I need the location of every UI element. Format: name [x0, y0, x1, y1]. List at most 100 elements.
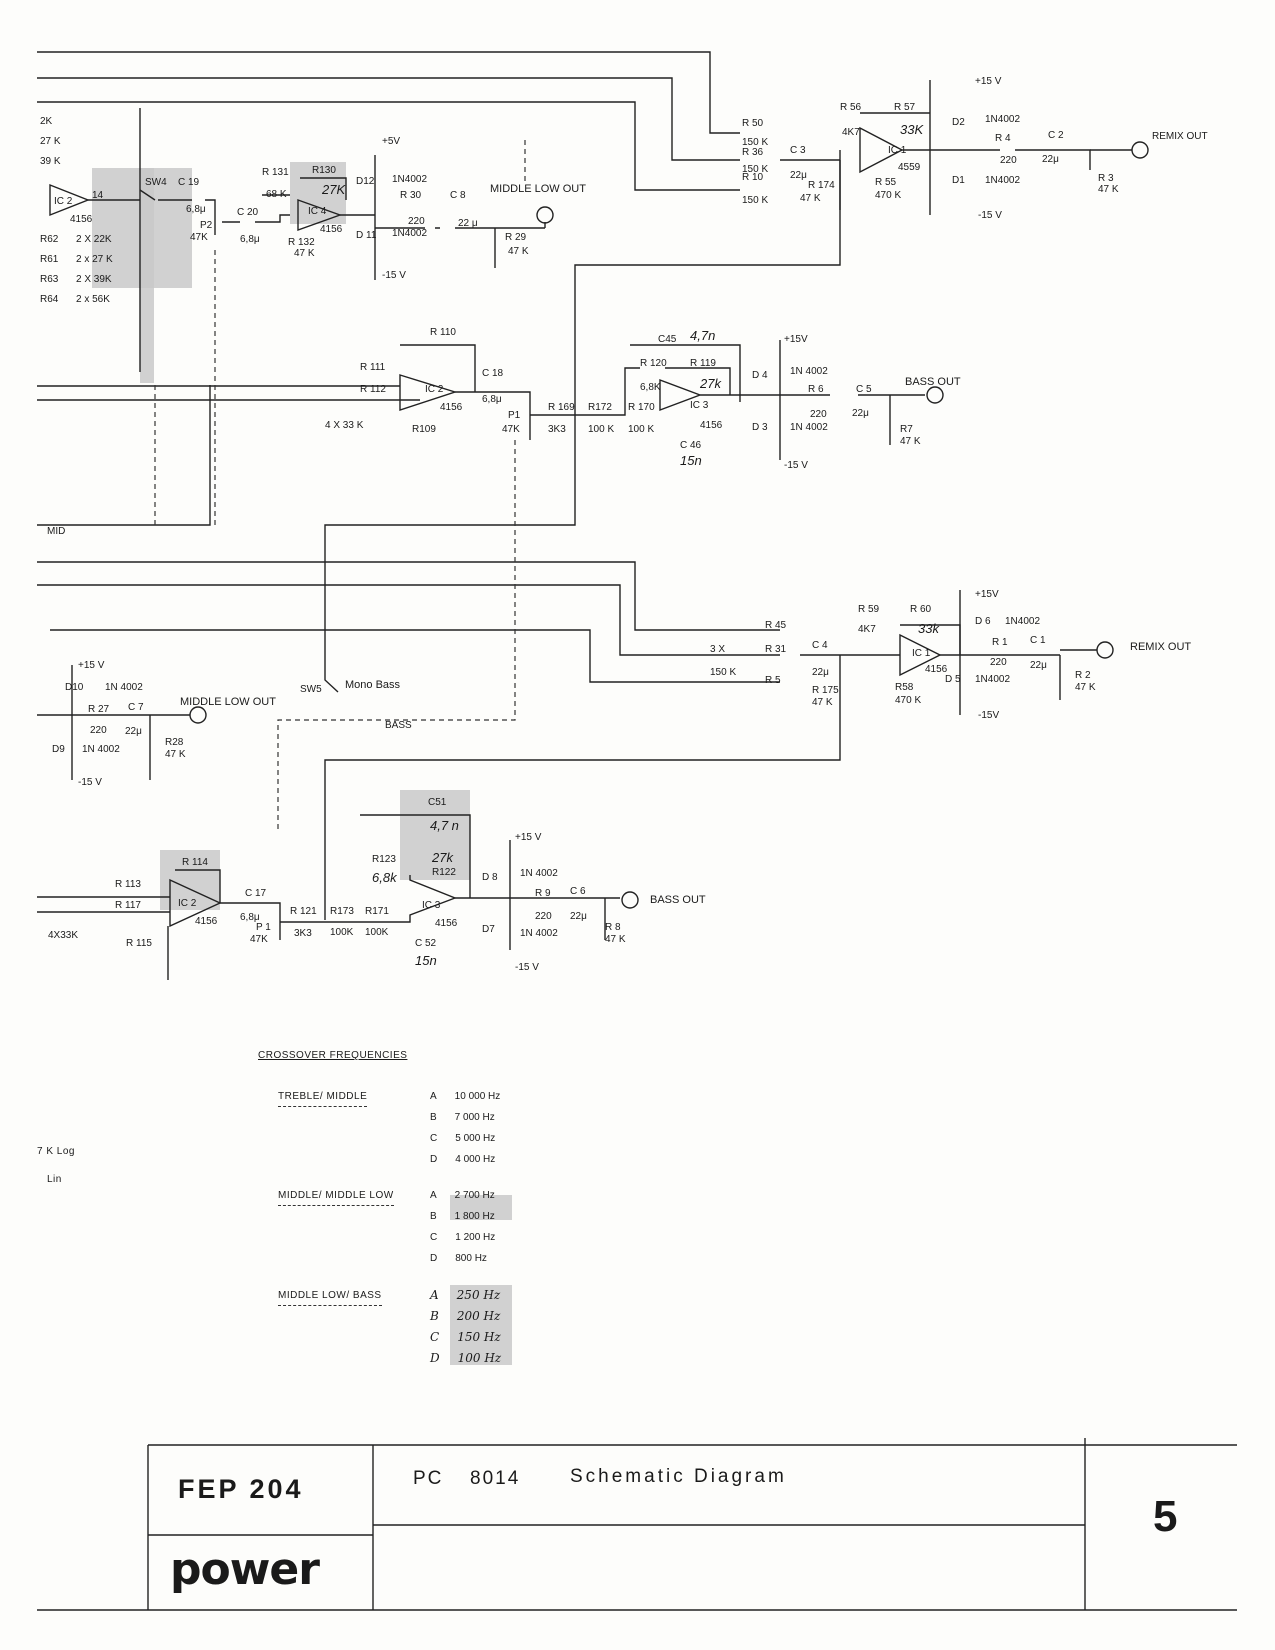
crossover-title: CROSSOVER FREQUENCIES [258, 1050, 408, 1061]
crossover-group-1-name: TREBLE/ MIDDLE [278, 1091, 368, 1107]
svg-text:27k: 27k [431, 850, 454, 865]
svg-text:D 11: D 11 [356, 230, 377, 241]
svg-text:C 2: C 2 [1048, 130, 1064, 141]
svg-text:-15 V: -15 V [78, 777, 102, 788]
svg-text:IC 2: IC 2 [425, 384, 444, 395]
svg-text:SW4: SW4 [145, 177, 167, 188]
svg-text:150 K: 150 K [742, 137, 768, 148]
svg-text:D2: D2 [952, 117, 965, 128]
svg-text:IC 2: IC 2 [54, 196, 73, 207]
svg-text:-15 V: -15 V [784, 460, 808, 471]
svg-text:1N 4002: 1N 4002 [790, 366, 828, 377]
svg-text:+5V: +5V [382, 136, 400, 147]
bass-section-2 [37, 814, 639, 980]
svg-text:R58: R58 [895, 682, 914, 693]
svg-text:R 27: R 27 [88, 704, 110, 715]
svg-text:P1: P1 [508, 410, 521, 421]
svg-text:1N 4002: 1N 4002 [520, 928, 558, 939]
svg-text:220: 220 [535, 911, 552, 922]
svg-text:R64: R64 [40, 294, 59, 305]
svg-text:+15 V: +15 V [975, 76, 1002, 87]
svg-text:47 K: 47 K [605, 934, 626, 945]
svg-text:R 132: R 132 [288, 237, 315, 248]
svg-text:R173: R173 [330, 906, 354, 917]
svg-text:D12: D12 [356, 176, 375, 187]
svg-text:R 115: R 115 [126, 938, 152, 949]
svg-text:Mono Bass: Mono Bass [345, 679, 401, 691]
svg-text:22μ: 22μ [812, 667, 829, 678]
svg-text:-15 V: -15 V [515, 962, 539, 973]
svg-text:R 174: R 174 [808, 180, 835, 191]
svg-text:+15 V: +15 V [515, 832, 542, 843]
brand-logo: power [170, 1544, 320, 1595]
svg-text:IC 2: IC 2 [178, 898, 197, 909]
svg-text:D9: D9 [52, 744, 65, 755]
svg-text:47 K: 47 K [812, 697, 833, 708]
svg-text:1N4002: 1N4002 [975, 674, 1010, 685]
svg-text:1N 4002: 1N 4002 [790, 422, 828, 433]
labels-bass1: R 110 R 111 R 112 4 X 33 K IC 2 4156 R10… [47, 327, 961, 537]
svg-text:R 59: R 59 [858, 604, 880, 615]
svg-text:22μ: 22μ [570, 911, 587, 922]
svg-text:R 119: R 119 [690, 358, 716, 369]
svg-text:27k: 27k [699, 376, 722, 391]
svg-text:220: 220 [90, 725, 107, 736]
dashed-links [154, 140, 526, 830]
svg-text:2 x 56K: 2 x 56K [76, 294, 110, 305]
svg-text:R 170: R 170 [628, 402, 655, 413]
svg-text:3K3: 3K3 [294, 928, 312, 939]
svg-text:2 x 27 K: 2 x 27 K [76, 254, 113, 265]
svg-text:R 60: R 60 [910, 604, 932, 615]
svg-text:2 X 39K: 2 X 39K [76, 274, 112, 285]
shaded-region [450, 1285, 512, 1365]
svg-text:100K: 100K [365, 927, 389, 938]
svg-text:C51: C51 [428, 797, 447, 808]
svg-text:R 57: R 57 [894, 102, 916, 113]
document-title: Schematic Diagram [570, 1466, 787, 1487]
title-block-frame [37, 1438, 1237, 1611]
svg-text:3 X: 3 X [710, 644, 725, 655]
svg-text:22μ: 22μ [1042, 154, 1059, 165]
svg-text:IC 4: IC 4 [308, 206, 327, 217]
svg-text:R7: R7 [900, 424, 913, 435]
crossover-group-3-name: MIDDLE LOW/ BASS [278, 1290, 382, 1306]
side-note-log: 7 K Log [37, 1146, 75, 1157]
svg-text:IC 1: IC 1 [888, 145, 907, 156]
svg-text:1N 4002: 1N 4002 [520, 868, 558, 879]
svg-text:470 K: 470 K [875, 190, 901, 201]
svg-text:68 K: 68 K [266, 189, 287, 200]
svg-text:2 X 22K: 2 X 22K [76, 234, 112, 245]
svg-text:4,7n: 4,7n [690, 328, 715, 343]
svg-text:R 113: R 113 [115, 879, 141, 890]
svg-text:R123: R123 [372, 854, 396, 865]
svg-text:1N4002: 1N4002 [1005, 616, 1040, 627]
svg-text:C 8: C 8 [450, 190, 466, 201]
svg-text:+15 V: +15 V [78, 660, 105, 671]
svg-text:15n: 15n [680, 453, 702, 468]
svg-text:27K: 27K [321, 182, 346, 197]
svg-text:4156: 4156 [925, 664, 948, 675]
svg-text:R171: R171 [365, 906, 389, 917]
svg-text:IC 1: IC 1 [912, 648, 931, 659]
svg-text:C 3: C 3 [790, 145, 806, 156]
svg-text:100 K: 100 K [588, 424, 614, 435]
svg-text:C 1: C 1 [1030, 635, 1046, 646]
svg-text:22μ: 22μ [125, 726, 142, 737]
svg-text:R61: R61 [40, 254, 59, 265]
svg-text:R 110: R 110 [430, 327, 456, 338]
svg-text:4,7 n: 4,7 n [430, 818, 459, 833]
svg-text:C 4: C 4 [812, 640, 828, 651]
svg-text:4156: 4156 [440, 402, 463, 413]
svg-text:R 10: R 10 [742, 172, 764, 183]
svg-text:1N4002: 1N4002 [985, 175, 1020, 186]
svg-text:15n: 15n [415, 953, 437, 968]
svg-text:1N4002: 1N4002 [985, 114, 1020, 125]
labels-lower: R 59 4K7 R 60 33k R 45 3 X R 31 150 K R … [52, 589, 1191, 788]
